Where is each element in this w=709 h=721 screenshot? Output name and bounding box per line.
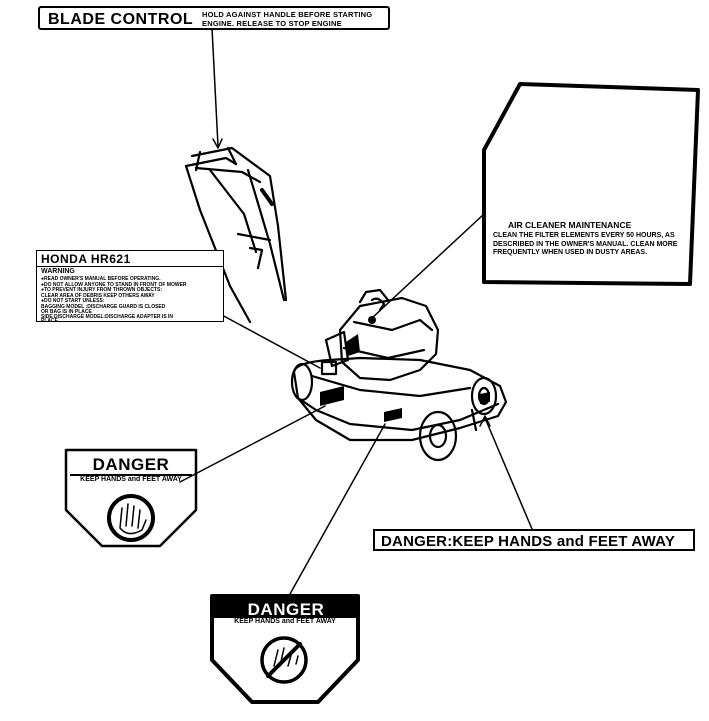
deck-decal-left [320, 386, 344, 406]
air-cleaner-label-outline [482, 82, 700, 286]
blade-control-line2: ENGINE. RELEASE TO STOP ENGINE [202, 19, 342, 28]
honda-label-line: ●DO NOT ALLOW ANYONE TO STAND IN FRONT O… [41, 281, 187, 288]
danger-label-1-subtitle: KEEP HANDS and FEET AWAY [80, 476, 182, 483]
danger-label-2-outline [210, 594, 360, 704]
danger-label-1-title: DANGER [92, 455, 170, 474]
danger-label-2-title: DANGER [247, 600, 325, 619]
honda-label-line: BAGGING MODEL :DISCHARGE GUARD IS CLOSED [41, 303, 166, 310]
danger-text-box-label: DANGER:KEEP HANDS and FEET AWAY [381, 533, 676, 550]
leader-air-cleaner [371, 213, 485, 319]
honda-label-line: SIDE DISCHARGE MODEL:DISCHARGE ADAPTER I… [41, 313, 174, 320]
honda-label-divider [37, 266, 223, 267]
deck-decal-right [384, 408, 402, 422]
honda-label-warning: WARNING [41, 268, 75, 275]
danger-label-2-band [214, 598, 356, 618]
honda-warning-label: HONDA HR621 WARNING ●READ OWNER'S MANUAL… [36, 250, 224, 324]
honda-label-line: PLACE [41, 318, 58, 324]
honda-label-line: ●READ OWNER'S MANUAL BEFORE OPERATING. [41, 276, 161, 282]
blade-control-label: BLADE CONTROL HOLD AGAINST HANDLE BEFORE… [38, 6, 390, 30]
leader-danger-1 [179, 405, 326, 483]
danger-label-1-outline [64, 448, 198, 548]
mower-illustration [184, 146, 508, 462]
hand-warning-icon [107, 494, 155, 542]
blade-control-line1: HOLD AGAINST HANDLE BEFORE STARTING [202, 10, 373, 19]
honda-label-title: HONDA HR621 [41, 252, 131, 266]
blade-control-title: BLADE CONTROL [48, 11, 194, 28]
no-hand-icon [260, 636, 308, 684]
leader-danger-box [484, 417, 533, 530]
leader-honda-label [219, 313, 321, 369]
air-cleaner-title: AIR CLEANER MAINTENANCE [508, 220, 632, 230]
air-cleaner-body: CLEAN THE FILTER ELEMENTS EVERY 50 HOURS… [493, 232, 678, 256]
leader-blade-control [211, 27, 219, 147]
honda-label-line: OR BAG IS IN PLACE [41, 308, 92, 315]
honda-label-line: CLEAR AREA OF DEBRIS KEEP OTHERS AWAY [41, 292, 155, 299]
leader-danger-2 [289, 423, 386, 595]
honda-label-line: ●DO NOT START UNLESS: [41, 298, 105, 304]
honda-label-line: ●TO PREVENT INJURY FROM THROWN OBJECTS: [41, 287, 162, 293]
danger-label-2-subtitle: KEEP HANDS and FEET AWAY [234, 618, 336, 625]
danger-text-box: DANGER:KEEP HANDS and FEET AWAY [373, 529, 695, 551]
